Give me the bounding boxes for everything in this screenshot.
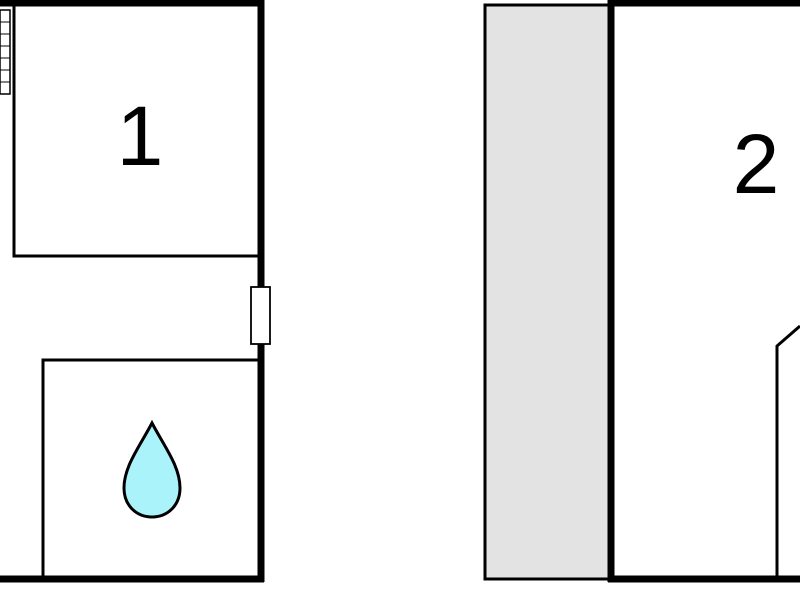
left-building: 1 [0, 0, 271, 583]
stairs-icon [0, 9, 11, 95]
room-1[interactable]: 1 [12, 6, 258, 258]
right-building: 2 [483, 0, 800, 583]
bathroom[interactable] [41, 358, 258, 576]
corridor [483, 3, 613, 581]
room-1-label: 1 [117, 89, 164, 183]
bathroom-walls [41, 358, 258, 576]
room-2-label: 2 [733, 117, 780, 211]
room-1-walls [12, 6, 258, 258]
water-drop-icon [122, 419, 182, 519]
room-2[interactable]: 2 [733, 117, 800, 576]
room-2-inner-wall [775, 324, 800, 576]
door-icon [250, 286, 271, 345]
